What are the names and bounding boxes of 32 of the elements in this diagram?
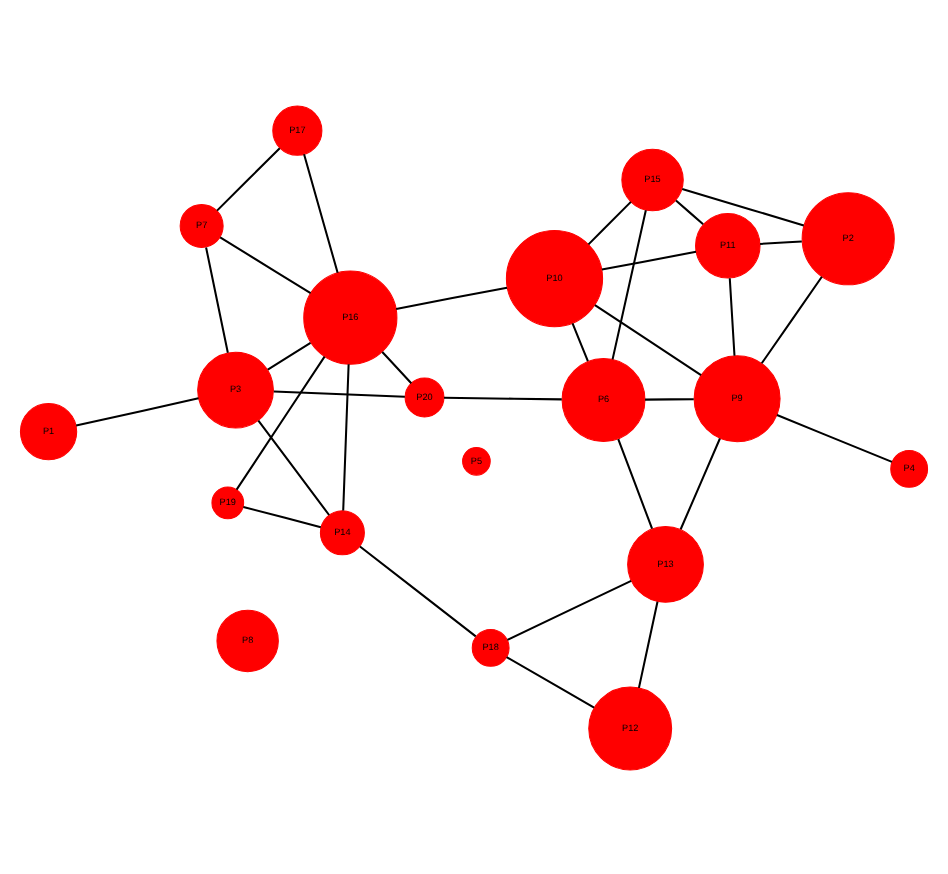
connector [342,363,350,510]
connector [776,413,893,462]
connector [611,208,647,359]
connector [303,153,339,273]
connector [359,544,477,637]
connector [571,321,589,361]
connector [506,655,595,708]
connector [219,235,312,293]
connector [506,578,632,640]
connector [601,249,697,270]
connector [381,350,412,383]
connector [395,285,508,309]
connector [645,397,694,400]
connector [273,389,405,397]
connector [681,186,805,226]
connector [205,246,229,353]
connector [675,198,704,225]
connector [235,355,326,490]
connector [594,303,702,375]
connector [679,437,721,529]
connector [216,146,281,211]
connector [637,600,659,688]
connector [243,505,322,528]
connector [760,275,823,363]
connector [267,340,312,370]
connector [257,419,330,515]
connector [587,200,632,245]
connector [728,277,736,355]
connector [75,396,199,426]
connector [760,239,802,244]
connector [617,437,653,529]
connector [444,395,562,400]
